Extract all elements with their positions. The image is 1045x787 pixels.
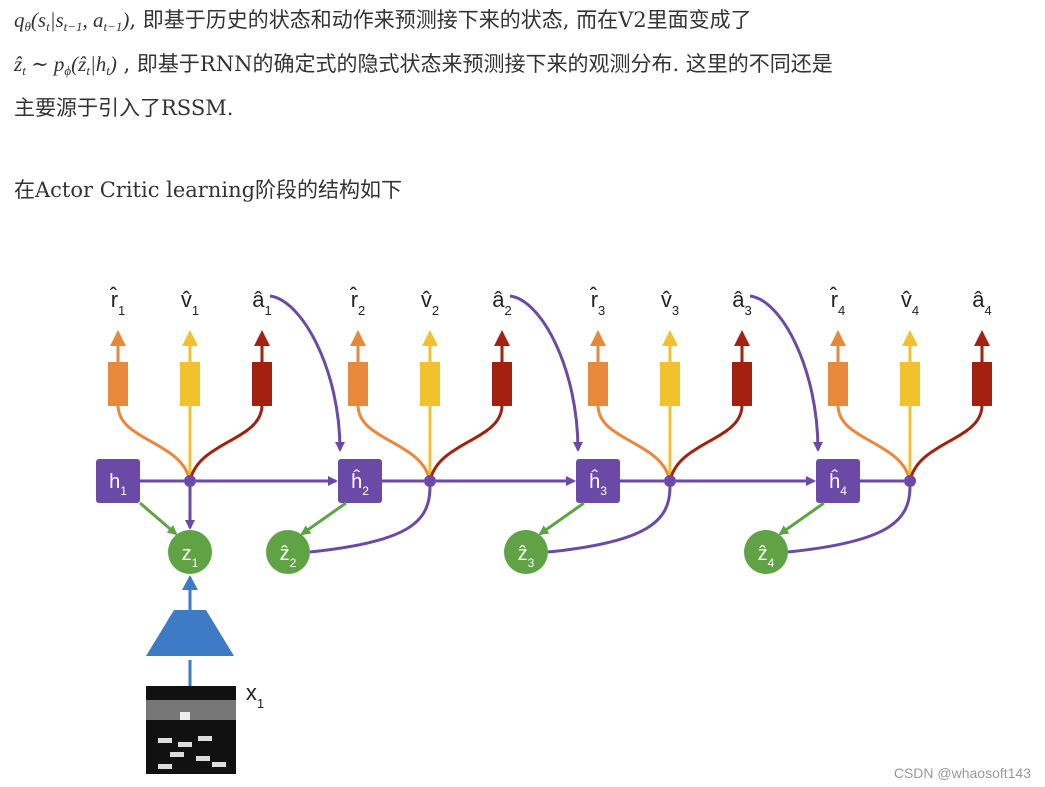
action-feedback-arrow bbox=[269, 294, 345, 452]
paragraph-line-1: qθ(st|st−1, at−1), 即基于历史的状态和动作来预测接下来的状态,… bbox=[14, 8, 752, 34]
paragraph-line-2: ẑt ∼ pϕ(ẑt|ht) , 即基于RNN的确定式的隐式状态来预测接下来的观… bbox=[14, 52, 833, 78]
encoder-trapezoid bbox=[146, 610, 234, 656]
latent-to-state-curve bbox=[547, 486, 672, 554]
value-label: v̂2 bbox=[421, 287, 439, 318]
action-head-box bbox=[972, 362, 992, 406]
action-head-arrow-head bbox=[734, 330, 750, 346]
reward-head-box bbox=[108, 362, 128, 406]
input-frame-platform bbox=[212, 762, 226, 767]
action-head-arrow-head bbox=[254, 330, 270, 346]
state-box bbox=[816, 459, 860, 503]
reward-branch bbox=[596, 404, 672, 482]
reward-label: r̂4 bbox=[829, 287, 845, 318]
value-head-box bbox=[900, 362, 920, 406]
reward-branch bbox=[116, 404, 192, 482]
action-branch bbox=[668, 404, 744, 482]
state-label: ĥ2 bbox=[351, 469, 369, 498]
latent-arrow bbox=[300, 501, 347, 536]
value-label: v̂1 bbox=[181, 287, 199, 318]
latent-circle bbox=[168, 530, 212, 574]
action-branch bbox=[188, 404, 264, 482]
reward-label: r̂1 bbox=[109, 287, 125, 318]
action-head-box bbox=[732, 362, 752, 406]
action-feedback-arrow bbox=[749, 294, 823, 452]
state-box bbox=[96, 459, 140, 503]
value-head-arrow-head bbox=[182, 330, 198, 346]
reward-head-box bbox=[828, 362, 848, 406]
value-head-box bbox=[660, 362, 680, 406]
state-box bbox=[338, 459, 382, 503]
value-label: v̂4 bbox=[901, 287, 919, 318]
action-head-box bbox=[492, 362, 512, 406]
input-frame-platform bbox=[196, 756, 210, 761]
reward-head-arrow-head bbox=[830, 330, 846, 346]
reward-label: r̂2 bbox=[349, 287, 365, 318]
reward-label: r̂3 bbox=[589, 287, 605, 318]
action-head-box bbox=[252, 362, 272, 406]
paragraph-line-3: 主要源于引入了RSSM. bbox=[14, 96, 234, 120]
reward-head-arrow-head bbox=[350, 330, 366, 346]
reward-head-arrow-head bbox=[590, 330, 606, 346]
latent-circle bbox=[266, 530, 310, 574]
input-frame-platform bbox=[170, 752, 184, 757]
input-label: x1 bbox=[246, 680, 264, 711]
action-label: â4 bbox=[972, 287, 991, 318]
action-label: â2 bbox=[492, 287, 511, 318]
reward-head-arrow-head bbox=[110, 330, 126, 346]
latent-arrow bbox=[538, 501, 585, 536]
watermark: CSDN @whaosoft143 bbox=[893, 765, 1031, 781]
input-frame-sky bbox=[146, 700, 236, 720]
value-head-box bbox=[180, 362, 200, 406]
value-head-arrow-head bbox=[662, 330, 678, 346]
reward-head-box bbox=[588, 362, 608, 406]
value-label: v̂3 bbox=[661, 287, 679, 318]
input-frame-platform bbox=[158, 738, 172, 743]
value-head-arrow-head bbox=[422, 330, 438, 346]
action-head-arrow-head bbox=[494, 330, 510, 346]
formula-q: qθ(st|st−1, at−1) bbox=[14, 8, 130, 34]
action-branch bbox=[908, 404, 984, 482]
input-frame-platform bbox=[178, 742, 192, 747]
value-head-box bbox=[420, 362, 440, 406]
action-feedback-arrow bbox=[509, 294, 583, 452]
encoder-arrow-head bbox=[182, 575, 198, 590]
action-branch bbox=[428, 404, 504, 482]
latent-label: ẑ3 bbox=[518, 543, 535, 570]
input-frame-platform bbox=[158, 764, 172, 769]
reward-head-box bbox=[348, 362, 368, 406]
latent-circle bbox=[744, 530, 788, 574]
formula-z: ẑt ∼ pϕ(ẑt|ht) bbox=[14, 52, 117, 78]
latent-label: z1 bbox=[182, 543, 199, 570]
input-frame-sprite bbox=[180, 712, 190, 720]
value-head-arrow-head bbox=[902, 330, 918, 346]
action-label: â3 bbox=[732, 287, 751, 318]
latent-to-state-curve bbox=[309, 486, 432, 554]
latent-circle bbox=[504, 530, 548, 574]
junction-dot bbox=[904, 475, 916, 487]
input-frame bbox=[146, 686, 236, 774]
latent-label: ẑ4 bbox=[758, 543, 775, 570]
latent-label: ẑ2 bbox=[280, 543, 297, 570]
latent-arrow bbox=[778, 501, 825, 536]
action-head-arrow-head bbox=[974, 330, 990, 346]
state-label: ĥ3 bbox=[589, 469, 607, 498]
latent-to-state-curve bbox=[787, 486, 912, 554]
input-frame-platform bbox=[198, 736, 212, 741]
state-box bbox=[576, 459, 620, 503]
paragraph-line-4: 在Actor Critic learning阶段的结构如下 bbox=[14, 178, 403, 202]
reward-branch bbox=[836, 404, 912, 482]
reward-branch bbox=[356, 404, 432, 482]
junction-dot bbox=[184, 475, 196, 487]
state-label: ĥ4 bbox=[829, 469, 847, 498]
state-label: h1 bbox=[109, 471, 127, 498]
junction-dot bbox=[664, 475, 676, 487]
junction-dot bbox=[424, 475, 436, 487]
action-label: â1 bbox=[252, 287, 271, 318]
latent-arrow bbox=[139, 501, 178, 536]
